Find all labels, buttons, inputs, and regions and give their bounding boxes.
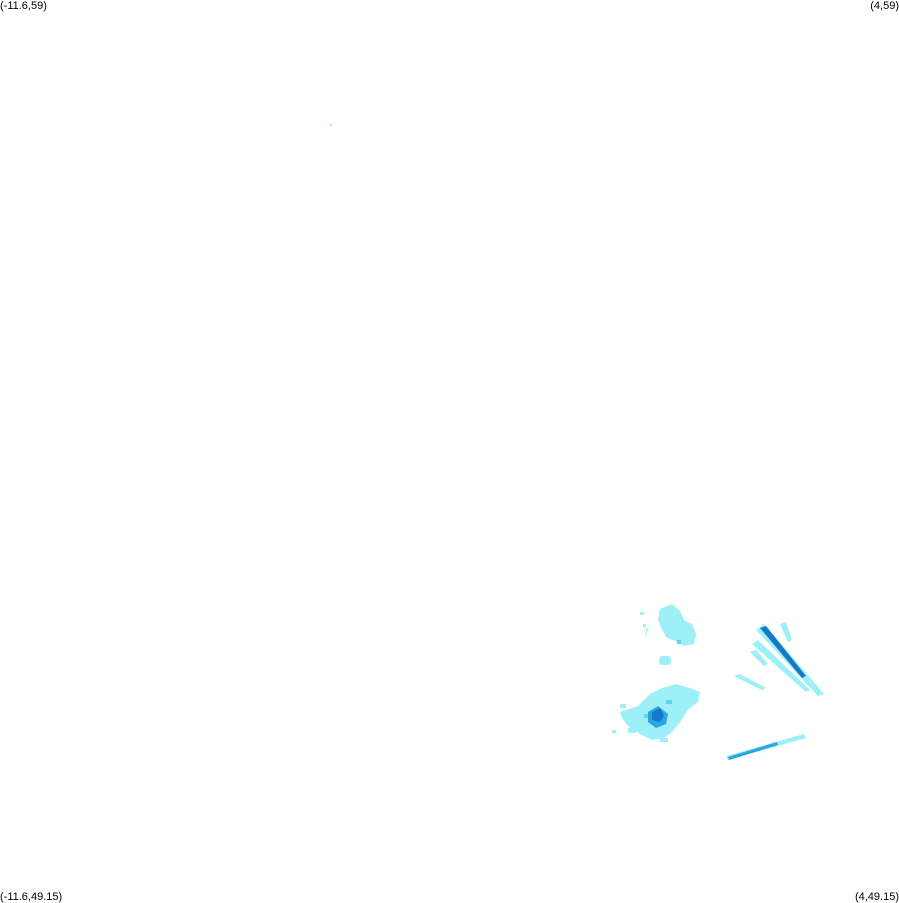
corner-label-top-right: (4,59) bbox=[870, 0, 899, 12]
corner-label-bottom-left: (-11.6,49.15) bbox=[0, 891, 63, 903]
lower-streak bbox=[726, 734, 806, 760]
upper-patch bbox=[640, 604, 696, 665]
speck-mark bbox=[330, 124, 332, 126]
upper-streaks bbox=[734, 622, 824, 696]
corner-label-top-left: (-11.6,59) bbox=[0, 0, 47, 12]
corner-label-bottom-right: (4,49.15) bbox=[854, 891, 899, 903]
lower-patch bbox=[612, 684, 700, 742]
